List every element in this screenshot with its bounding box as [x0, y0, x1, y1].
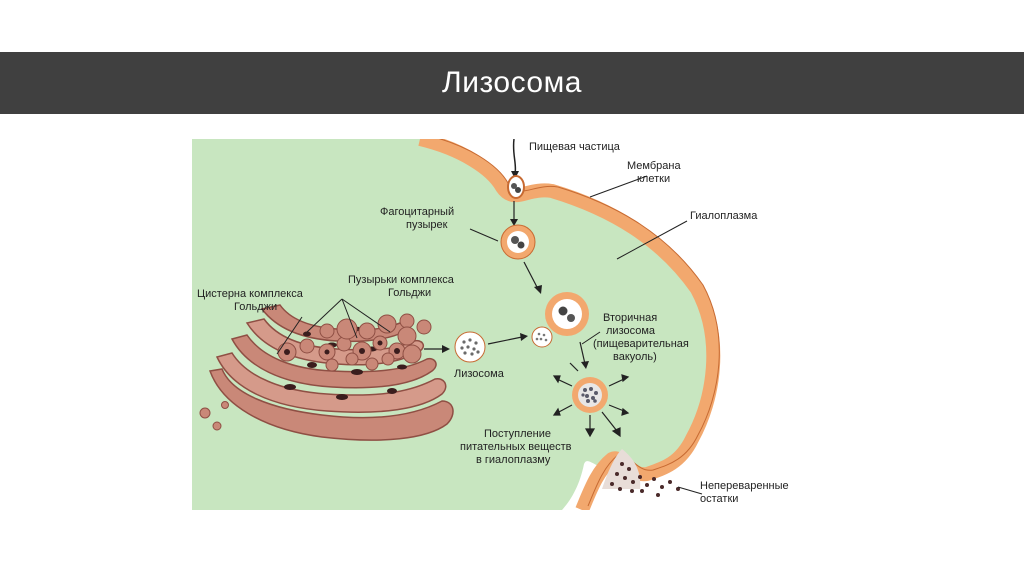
- label-secondary-2: лизосома: [606, 325, 656, 337]
- label-secondary-3: (пищеварительная: [593, 338, 689, 350]
- label-nutrients-1: Поступление: [484, 428, 551, 440]
- label-membrane-2: клетки: [637, 173, 670, 185]
- label-membrane-1: Мембрана: [627, 160, 681, 172]
- slide-title: Лизосома: [442, 66, 582, 99]
- label-nutrients-3: в гиалоплазму: [476, 454, 551, 466]
- label-undigested-2: остатки: [700, 493, 738, 505]
- label-lysosome: Лизосома: [454, 368, 505, 380]
- label-secondary-1: Вторичная: [603, 312, 657, 324]
- label-nutrients-2: питательных веществ: [460, 441, 572, 453]
- lysosome-diagram: Пищевая частица Мембрана клетки Гиалопла…: [192, 139, 832, 510]
- primary-lysosome: [454, 331, 486, 363]
- title-bar: Лизосома: [0, 52, 1024, 114]
- label-undigested-1: Непереваренные: [700, 480, 789, 492]
- label-phagocytic-2: пузырек: [406, 219, 448, 231]
- label-secondary-4: вакуоль): [613, 351, 657, 363]
- golgi-complex: [199, 304, 454, 441]
- label-golgi-vesicles-1: Пузырьки комплекса: [348, 274, 455, 286]
- label-food-particle: Пищевая частица: [529, 141, 621, 153]
- label-golgi-cistern-2: Гольджи: [234, 301, 277, 313]
- label-golgi-vesicles-2: Гольджи: [388, 287, 431, 299]
- label-phagocytic-1: Фагоцитарный: [380, 206, 454, 218]
- label-golgi-cistern-1: Цистерна комплекса: [197, 288, 304, 300]
- label-hyaloplasm: Гиалоплазма: [690, 210, 758, 222]
